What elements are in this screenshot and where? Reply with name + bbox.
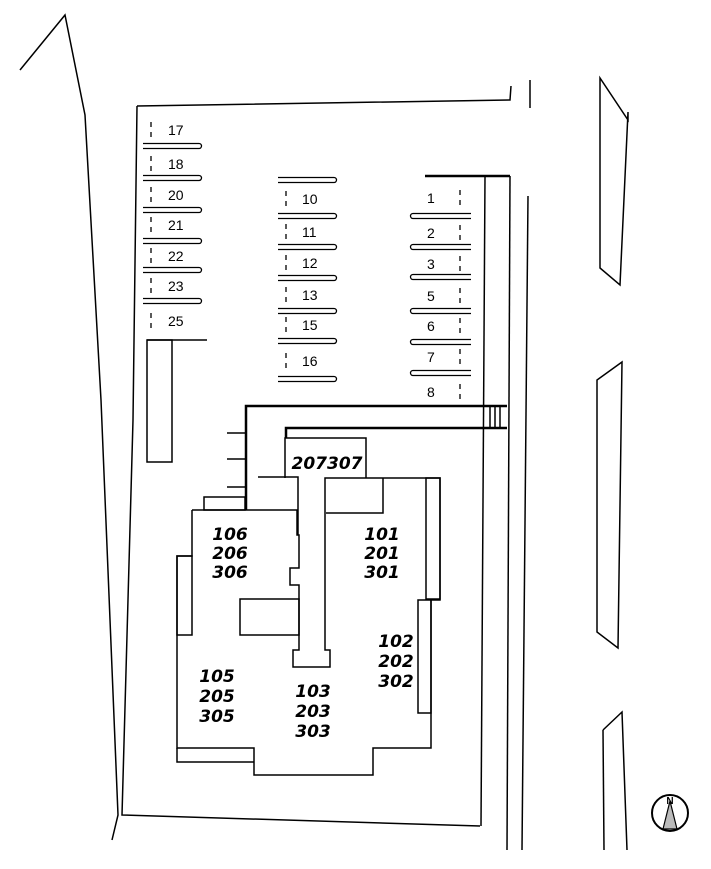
parking-stall-divider bbox=[278, 307, 338, 315]
parking-space-number: 13 bbox=[302, 287, 318, 303]
unit-label: 203 bbox=[295, 702, 331, 722]
parking-stall-divider bbox=[278, 274, 338, 282]
unit-label: 205 bbox=[199, 687, 235, 707]
unit-label: 202 bbox=[378, 652, 414, 672]
unit-label: 102 bbox=[378, 632, 414, 652]
parking-stall-divider bbox=[278, 375, 338, 383]
unit-label: 306 bbox=[212, 563, 248, 583]
unit-label: 101 bbox=[364, 525, 400, 545]
apartment-building: 207307 106 206 306 101 201 301 102 202 3… bbox=[176, 437, 441, 776]
parking-stall-divider bbox=[409, 212, 471, 220]
unit-label: 301 bbox=[364, 563, 400, 583]
driveway bbox=[227, 404, 507, 510]
parking-stall-divider bbox=[143, 297, 203, 305]
compass-north-icon: N bbox=[651, 794, 689, 832]
unit-label: 303 bbox=[295, 722, 331, 742]
parking-space-number: 25 bbox=[168, 313, 184, 329]
parking-stall-divider bbox=[278, 337, 338, 345]
parking-left-column: 17 18 20 21 22 23 25 bbox=[143, 122, 203, 331]
parking-space-number: 8 bbox=[427, 384, 435, 400]
unit-label: 103 bbox=[295, 682, 331, 702]
unit-label: 105 bbox=[199, 667, 235, 687]
parking-space-number: 5 bbox=[427, 288, 435, 304]
parking-stall-divider bbox=[143, 142, 203, 150]
parking-stall-divider bbox=[278, 212, 338, 220]
parking-stall-divider bbox=[143, 237, 203, 245]
parking-space-number: 2 bbox=[427, 225, 435, 241]
parking-space-number: 15 bbox=[302, 317, 318, 333]
parking-space-number: 10 bbox=[302, 191, 318, 207]
parking-middle-column: 10 11 12 13 15 16 bbox=[278, 176, 338, 383]
unit-label-207-307: 207307 bbox=[292, 454, 363, 474]
parking-space-number: 7 bbox=[427, 349, 435, 365]
parking-space-number: 11 bbox=[302, 224, 317, 240]
parking-space-number: 22 bbox=[168, 248, 184, 264]
parking-space-number: 6 bbox=[427, 318, 435, 334]
parking-stall-divider bbox=[409, 338, 471, 346]
storage-shed bbox=[146, 339, 207, 463]
compass-label: N bbox=[666, 796, 673, 807]
parking-stall-divider bbox=[143, 266, 203, 274]
unit-label: 302 bbox=[378, 672, 414, 692]
parking-stall-divider bbox=[278, 176, 338, 184]
parking-stall-divider bbox=[143, 206, 203, 214]
parking-stall-divider bbox=[409, 273, 471, 281]
parking-space-number: 20 bbox=[168, 187, 184, 203]
parking-right-column: 1 2 3 5 6 7 8 bbox=[409, 190, 471, 402]
parking-space-number: 1 bbox=[427, 190, 435, 206]
unit-label: 106 bbox=[212, 525, 248, 545]
unit-label: 201 bbox=[364, 544, 400, 564]
parking-space-number: 23 bbox=[168, 278, 184, 294]
parking-stall-divider bbox=[409, 369, 471, 377]
parking-space-number: 12 bbox=[302, 255, 318, 271]
parking-stall-divider bbox=[143, 174, 203, 182]
parking-space-number: 21 bbox=[168, 217, 184, 233]
parking-space-number: 18 bbox=[168, 156, 184, 172]
parking-stall-divider bbox=[409, 243, 471, 251]
parking-stall-divider bbox=[409, 307, 471, 315]
unit-label: 206 bbox=[212, 544, 248, 564]
site-boundaries bbox=[19, 13, 629, 851]
parking-space-number: 3 bbox=[427, 256, 435, 272]
unit-label: 305 bbox=[199, 707, 235, 727]
parking-space-number: 17 bbox=[168, 122, 184, 138]
parking-stall-divider bbox=[278, 243, 338, 251]
parking-space-number: 16 bbox=[302, 353, 318, 369]
